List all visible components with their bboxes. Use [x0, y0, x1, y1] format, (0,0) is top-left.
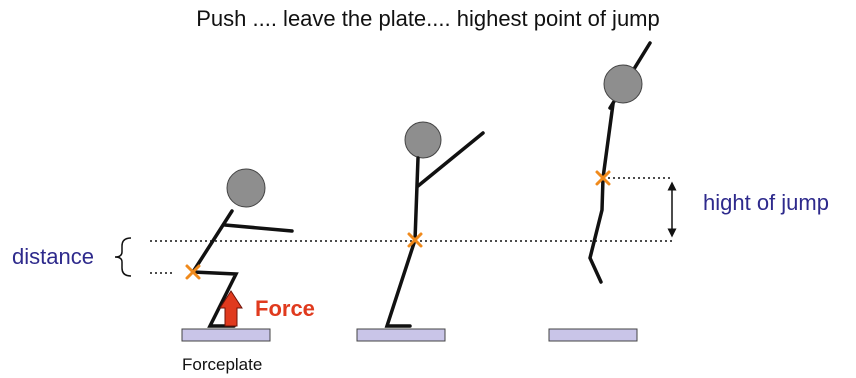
distance-label: distance [12, 244, 94, 269]
figure-squat [191, 168, 294, 328]
leg-squat [191, 270, 239, 328]
distance-brace [114, 237, 132, 277]
arm-pushoff [416, 131, 485, 188]
jump-height-label: hight of jump [703, 190, 829, 215]
torso-pushoff [413, 156, 420, 242]
leg-pushoff [384, 238, 417, 328]
cog-marker-squat [185, 264, 201, 280]
torso-peak [601, 102, 615, 180]
force-arrow [219, 290, 243, 327]
forceplate-3 [548, 328, 638, 342]
head-squat [226, 168, 266, 208]
forceplate-1 [181, 328, 271, 342]
cog-marker-pushoff [407, 232, 423, 248]
leg-peak [588, 176, 605, 284]
forceplate-2 [356, 328, 446, 342]
head-pushoff [404, 121, 442, 159]
figure-peak [588, 41, 652, 284]
head-peak [603, 64, 643, 104]
diagram-title: Push .... leave the plate.... highest po… [196, 6, 660, 31]
force-label: Force [255, 296, 315, 321]
figure-pushoff [384, 121, 485, 328]
arm-squat [223, 223, 294, 233]
torso-squat [191, 209, 234, 274]
forceplate-label: Forceplate [182, 355, 262, 374]
cog-marker-peak [595, 170, 611, 186]
